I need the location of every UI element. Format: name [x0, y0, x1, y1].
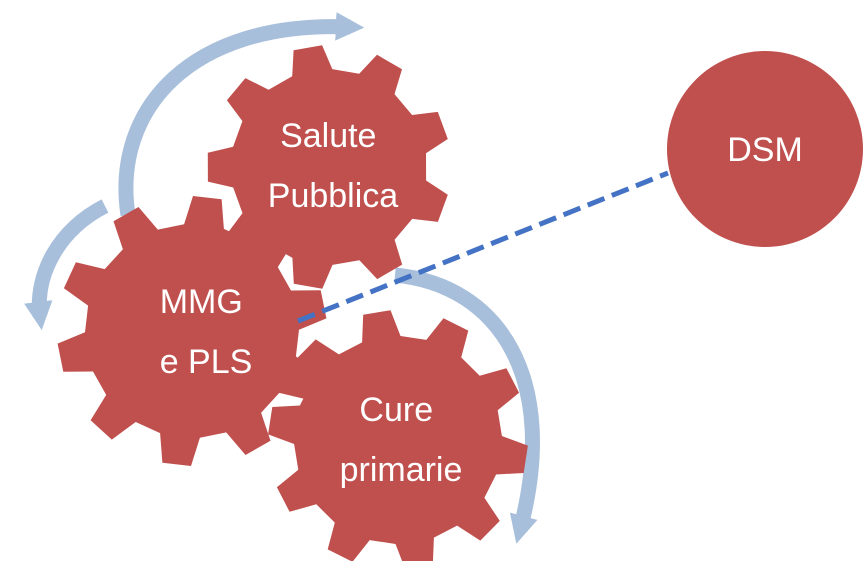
cure-primarie-label: Cure primarie	[340, 391, 463, 489]
cure-primarie-gear	[268, 310, 528, 561]
dashed-link-line	[297, 170, 669, 324]
salute-pubblica-line2: Pubblica	[268, 177, 399, 215]
right-curved-arrow	[394, 267, 540, 544]
mmg-pls-gear	[57, 196, 327, 466]
salute-pubblica-label: Salute Pubblica	[268, 117, 399, 215]
mmg-pls-label: MMG e PLS	[160, 283, 253, 381]
top-curved-arrow	[118, 12, 365, 217]
cure-primarie-line2: primarie	[340, 451, 463, 489]
cure-primarie-line1: Cure	[359, 391, 433, 429]
dsm-label: DSM	[727, 131, 803, 169]
left-curved-arrow	[24, 199, 109, 331]
mmg-pls-line2: e PLS	[160, 343, 253, 381]
mmg-pls-line1: MMG	[160, 283, 243, 321]
dsm-circle	[667, 51, 863, 247]
salute-pubblica-line1: Salute	[280, 117, 376, 155]
